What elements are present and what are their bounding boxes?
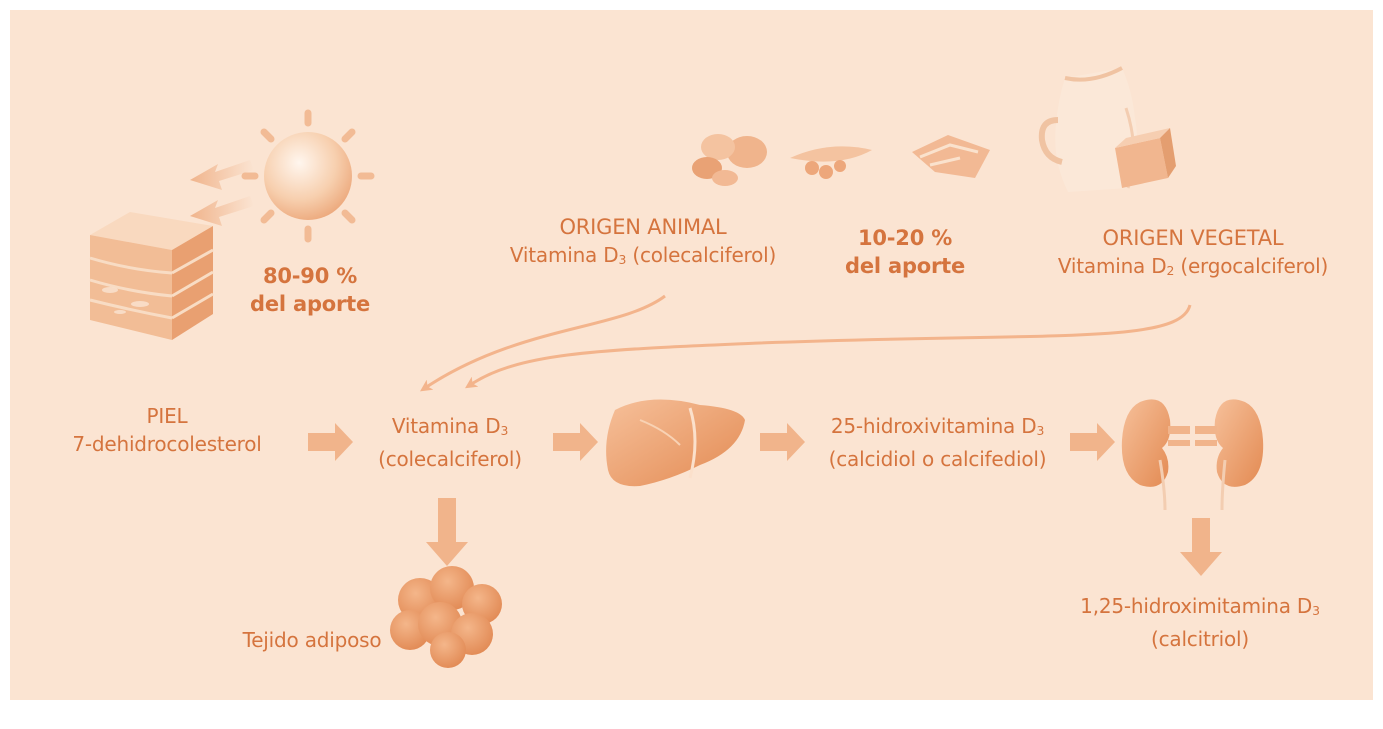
skin-layers-icon [90, 212, 213, 340]
skin-title: PIEL [52, 402, 282, 430]
animal-origin-vitamin: Vitamina D3 (colecalciferol) [478, 241, 808, 274]
calcidiol-block: 25-hidroxivitamina D3 (calcidiol o calci… [800, 412, 1075, 473]
sun-to-skin-arrows [190, 160, 254, 226]
vegetal-origin-vitamin: Vitamina D2 (ergocalciferol) [1028, 252, 1358, 285]
eggs-icon [692, 134, 767, 186]
calcitriol-name: 1,25-hidroximitamina D3 [1045, 592, 1355, 625]
fish-icon [912, 135, 990, 178]
adipose-tissue-label: Tejido adiposo [212, 626, 412, 654]
animal-origin-title: ORIGEN ANIMAL [478, 213, 808, 241]
diet-source-text: 10-20 % del aporte [845, 224, 965, 280]
calcidiol-name: 25-hidroxivitamina D3 [800, 412, 1075, 445]
vegetal-to-d3-arrow [470, 305, 1190, 385]
sun-icon [245, 113, 371, 239]
vegetal-origin-block: ORIGEN VEGETAL Vitamina D2 (ergocalcifer… [1028, 224, 1358, 285]
d3-to-liver-arrow [553, 423, 598, 461]
kidney-to-calcitriol-arrow [1180, 518, 1222, 576]
kidneys-icon [1122, 399, 1263, 510]
vegetal-origin-title: ORIGEN VEGETAL [1028, 224, 1358, 252]
liver-icon [606, 400, 745, 487]
skin-to-d3-arrow [308, 423, 353, 461]
sun-percent: 80-90 % [250, 262, 370, 290]
skin-block: PIEL 7-dehidrocolesterol [52, 402, 282, 458]
d3-to-adipose-arrow [426, 498, 468, 566]
skin-compound: 7-dehidrocolesterol [52, 430, 282, 458]
diet-percent-label: del aporte [845, 252, 965, 280]
sun-source-text: 80-90 % del aporte [250, 262, 370, 318]
vitamin-d3-block: Vitamina D3 (colecalciferol) [350, 412, 550, 473]
calcidiol-to-kidney-arrow [1070, 423, 1115, 461]
calcitriol-block: 1,25-hidroximitamina D3 (calcitriol) [1045, 592, 1355, 653]
sun-percent-label: del aporte [250, 290, 370, 318]
calcitriol-detail: (calcitriol) [1045, 625, 1355, 653]
calcidiol-detail: (calcidiol o calcifediol) [800, 445, 1075, 473]
liver-to-calcidiol-arrow [760, 423, 805, 461]
peas-icon [790, 146, 872, 179]
animal-to-d3-arrow [425, 296, 665, 388]
vitamin-d3-name: Vitamina D3 [350, 412, 550, 445]
diet-percent: 10-20 % [845, 224, 965, 252]
animal-origin-block: ORIGEN ANIMAL Vitamina D3 (colecalcifero… [478, 213, 808, 274]
vitamin-d3-detail: (colecalciferol) [350, 445, 550, 473]
